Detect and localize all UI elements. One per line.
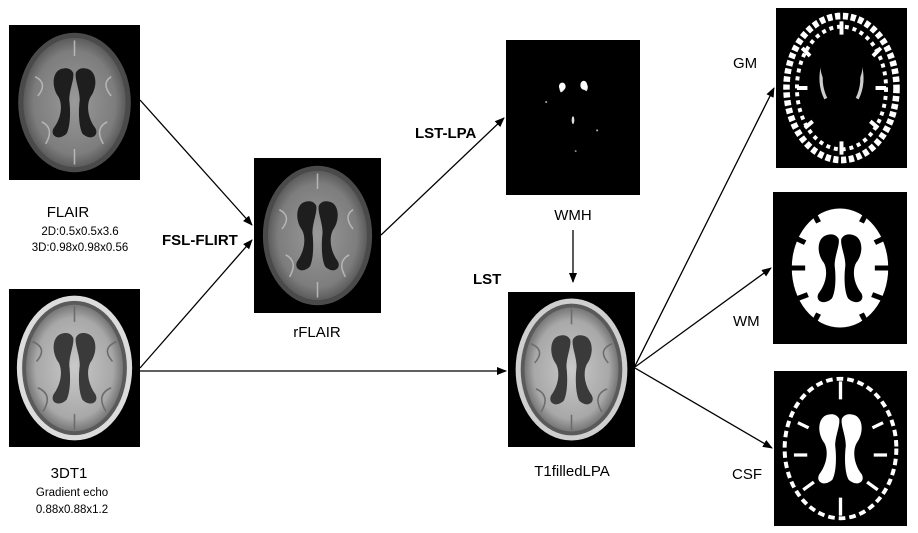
- t1-detail-sequence: Gradient echo: [35, 487, 109, 499]
- csf-caption: CSF: [732, 466, 762, 483]
- flair-caption: FLAIR: [46, 204, 90, 221]
- wmh-caption: WMH: [554, 207, 592, 224]
- gm-image: [776, 8, 907, 168]
- step-lst-lpa: LST-LPA: [415, 125, 477, 142]
- t1filledlpa-caption: T1filledLPA: [534, 463, 610, 480]
- gm-caption: GM: [733, 55, 758, 72]
- wmh-image: [506, 40, 640, 195]
- rflair-caption: rFLAIR: [293, 324, 341, 341]
- t1-caption: 3DT1: [50, 465, 88, 482]
- wm-image: [773, 192, 907, 344]
- arrow-t1filled-to-csf: [634, 367, 773, 449]
- t1filledlpa-image: [508, 292, 635, 447]
- flair-detail-2d: 2D:0.5x0.5x3.6: [41, 226, 119, 238]
- step-fsl-flirt: FSL-FLIRT: [162, 232, 238, 249]
- t1-detail-resolution: 0.88x0.88x1.2: [35, 504, 109, 516]
- flair-detail-3d: 3D:0.98x0.98x0.56: [31, 242, 129, 254]
- flair-image: [9, 25, 140, 180]
- arrow-flair-to-rflair: [139, 99, 253, 226]
- arrow-t1-to-rflair: [139, 239, 253, 369]
- step-lst: LST: [473, 271, 502, 288]
- wm-caption: WM: [733, 313, 760, 330]
- csf-image: [774, 371, 907, 526]
- t1-image: [9, 289, 140, 447]
- rflair-image: [254, 158, 381, 313]
